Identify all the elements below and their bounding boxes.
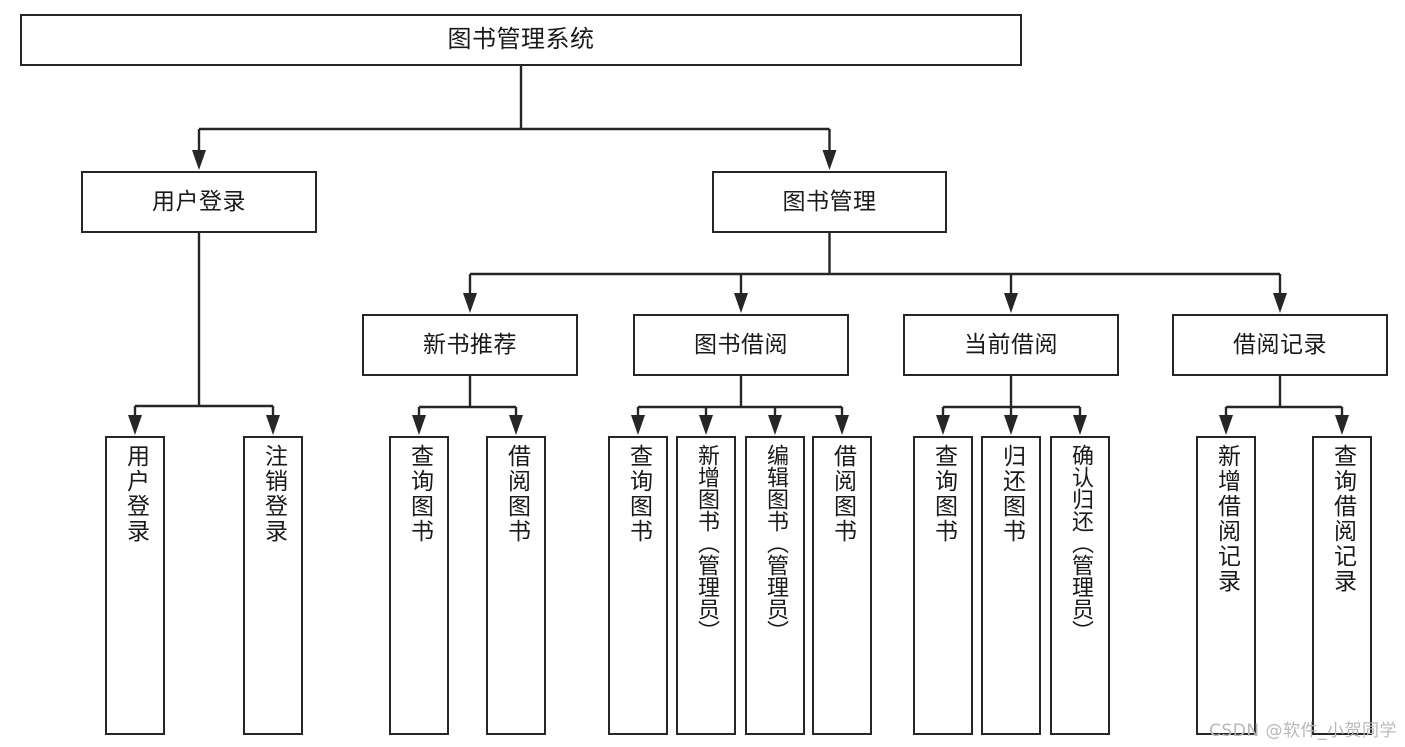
node-label: 图书管理 (782, 188, 877, 215)
node-label: 图书借阅 (694, 331, 788, 358)
node-label: 编辑图书（管理员） (763, 444, 788, 642)
node-leaf-query-book-3[interactable]: 查询图书 (913, 436, 973, 735)
arrow-head-icon (936, 415, 950, 435)
arrow-head-icon (463, 293, 477, 313)
node-label: 新增借阅记录 (1213, 444, 1240, 594)
arrow-head-icon (734, 293, 748, 313)
node-user-login[interactable]: 用户登录 (81, 171, 317, 233)
arrow-head-icon (1004, 293, 1018, 313)
node-leaf-confirm-return[interactable]: 确认归还（管理员） (1050, 436, 1110, 735)
node-book-borrow[interactable]: 图书借阅 (633, 314, 849, 376)
arrow-head-icon (192, 150, 206, 170)
node-label: 图书管理系统 (447, 25, 595, 54)
node-book-manage[interactable]: 图书管理 (712, 171, 947, 233)
arrow-head-icon (1273, 293, 1287, 313)
node-current-borrow[interactable]: 当前借阅 (903, 314, 1119, 376)
node-label: 新增图书（管理员） (694, 444, 719, 642)
node-leaf-logout[interactable]: 注销登录 (243, 436, 303, 735)
arrow-head-icon (1073, 415, 1087, 435)
node-leaf-borrow-book-2[interactable]: 借阅图书 (812, 436, 872, 735)
arrow-head-icon (699, 415, 713, 435)
node-label: 借阅图书 (829, 444, 856, 544)
node-label: 确认归还（管理员） (1068, 444, 1093, 642)
node-leaf-query-book-2[interactable]: 查询图书 (608, 436, 668, 735)
node-label: 借阅图书 (503, 444, 530, 544)
arrow-head-icon (835, 415, 849, 435)
arrow-head-icon (1335, 415, 1349, 435)
node-leaf-edit-book[interactable]: 编辑图书（管理员） (745, 436, 805, 735)
node-root[interactable]: 图书管理系统 (20, 14, 1022, 66)
arrow-head-icon (631, 415, 645, 435)
node-label: 查询图书 (625, 444, 652, 544)
node-label: 当前借阅 (964, 331, 1058, 358)
node-label: 注销登录 (260, 444, 287, 544)
arrow-head-icon (822, 150, 837, 170)
node-label: 归还图书 (998, 444, 1025, 544)
node-leaf-query-record[interactable]: 查询借阅记录 (1312, 436, 1372, 735)
arrow-head-icon (768, 415, 782, 435)
arrow-head-icon (1219, 415, 1233, 435)
node-label: 查询图书 (406, 444, 433, 544)
node-label: 用户登录 (152, 188, 246, 215)
arrow-head-icon (509, 415, 523, 435)
node-label: 借阅记录 (1233, 331, 1327, 358)
node-label: 用户登录 (122, 444, 149, 544)
node-new-book-rec[interactable]: 新书推荐 (362, 314, 578, 376)
arrow-head-icon (266, 415, 280, 435)
node-label: 查询借阅记录 (1329, 444, 1356, 594)
node-label: 查询图书 (930, 444, 957, 544)
node-label: 新书推荐 (423, 331, 517, 358)
node-leaf-borrow-book-1[interactable]: 借阅图书 (486, 436, 546, 735)
node-leaf-add-book[interactable]: 新增图书（管理员） (676, 436, 736, 735)
watermark: CSDN @软件_小贺同学 (1209, 721, 1397, 741)
arrow-head-icon (1004, 415, 1018, 435)
node-leaf-add-record[interactable]: 新增借阅记录 (1196, 436, 1256, 735)
node-leaf-query-book-1[interactable]: 查询图书 (389, 436, 449, 735)
node-borrow-record[interactable]: 借阅记录 (1172, 314, 1388, 376)
node-leaf-user-login[interactable]: 用户登录 (105, 436, 165, 735)
arrow-head-icon (412, 415, 426, 435)
node-leaf-return-book[interactable]: 归还图书 (981, 436, 1041, 735)
arrow-head-icon (128, 415, 142, 435)
